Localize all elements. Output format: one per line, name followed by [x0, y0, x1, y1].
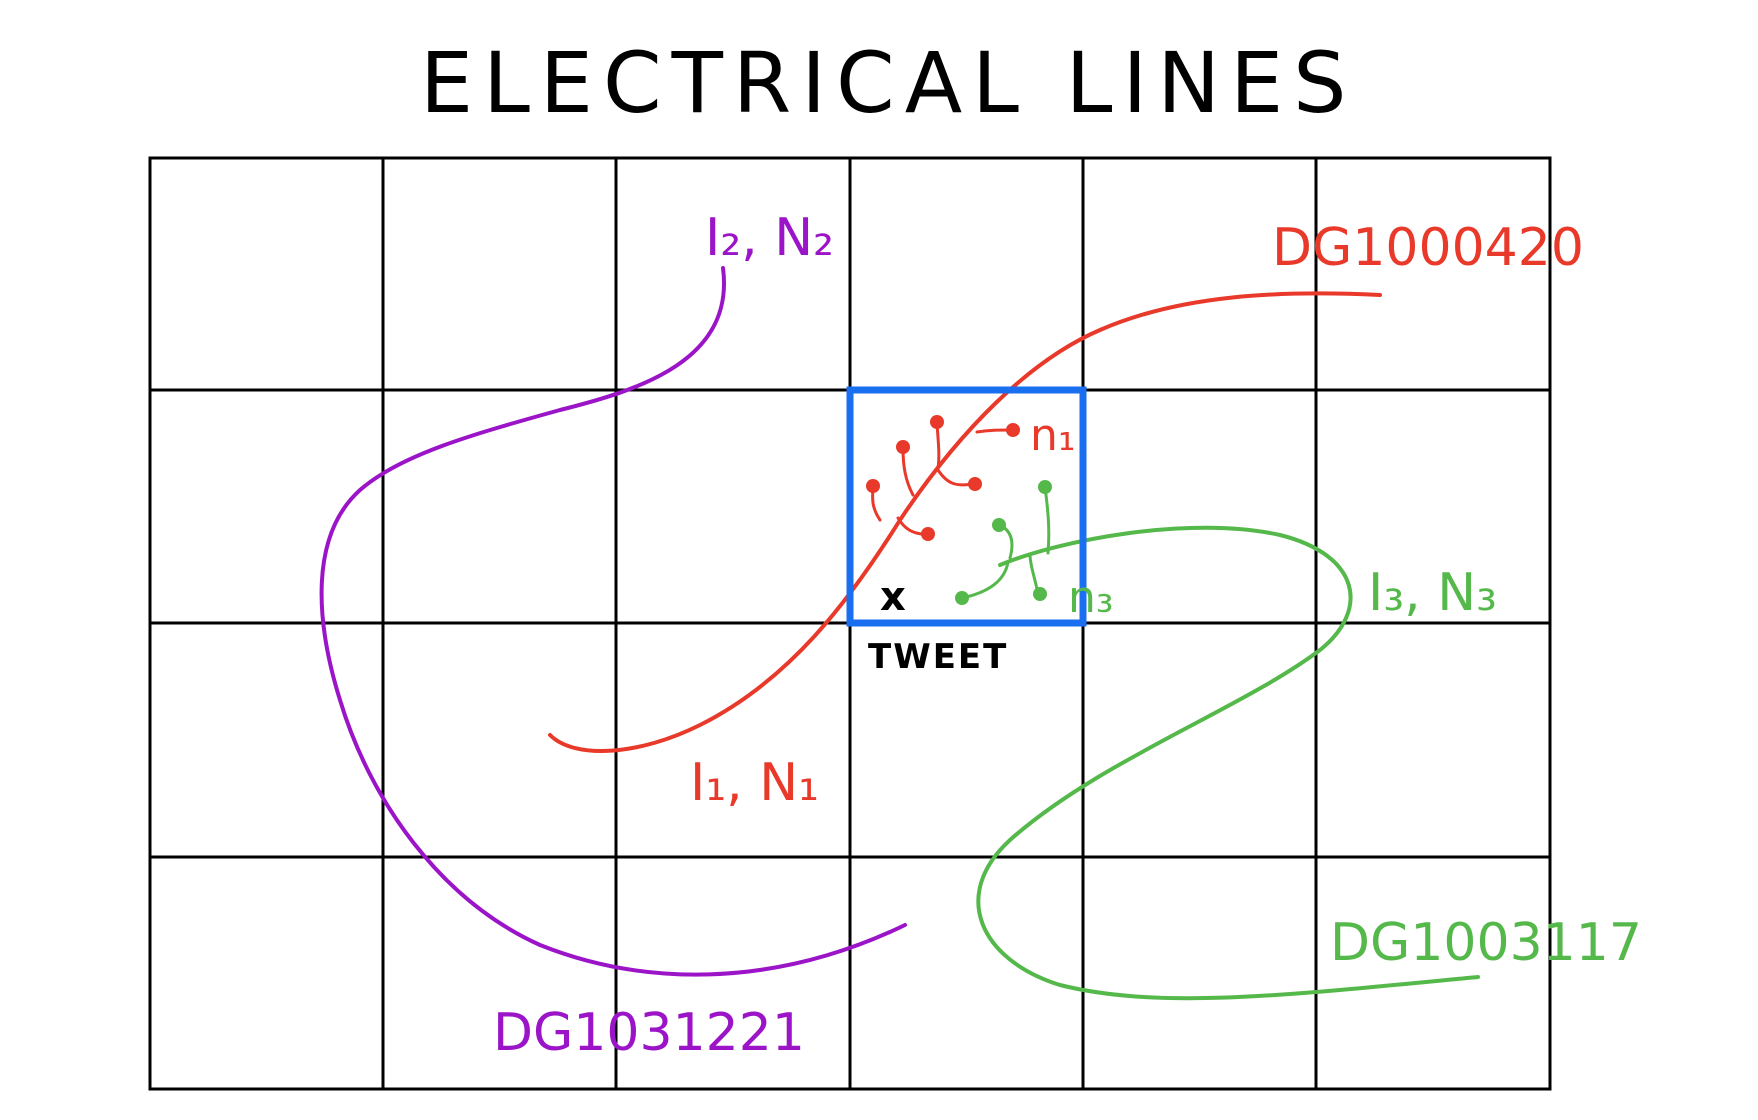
- green-line: [976, 525, 1480, 1001]
- grid: [148, 156, 1552, 1091]
- red-node-dot: [968, 477, 982, 491]
- x-mark-icon: x: [880, 574, 906, 620]
- purple-line-label: I₂, N₂: [705, 208, 834, 268]
- green-node-dot: [1038, 480, 1052, 494]
- red-node-dot: [930, 415, 944, 429]
- red-node-dot: [896, 440, 910, 454]
- red-line: [548, 291, 1382, 753]
- green-node-dot: [992, 518, 1006, 532]
- purple-line-name: DG1031221: [493, 1003, 805, 1063]
- green-branch: [960, 560, 1010, 600]
- green-node-dot: [955, 591, 969, 605]
- green-branch: [1043, 485, 1051, 555]
- red-node-dot: [921, 527, 935, 541]
- purple-line: [319, 266, 907, 977]
- highlight-cell: [846, 386, 1087, 627]
- red-line-label: I₁, N₁: [690, 753, 819, 813]
- red-node-label: n₁: [1030, 410, 1076, 461]
- tweet-label: TWEET: [868, 637, 1008, 677]
- green-node-label: n₃: [1068, 572, 1114, 623]
- red-line-name: DG1000420: [1272, 218, 1584, 278]
- green-line-label: I₃, N₃: [1368, 563, 1497, 623]
- red-node-dot: [866, 479, 880, 493]
- red-branch: [901, 446, 915, 497]
- green-node-dots: [955, 480, 1052, 605]
- red-branch: [935, 421, 941, 470]
- green-nodes: [960, 485, 1051, 600]
- green-line-name: DG1003117: [1330, 913, 1642, 973]
- red-nodes: [871, 421, 1014, 536]
- green-node-dot: [1033, 587, 1047, 601]
- red-node-dots: [866, 415, 1020, 541]
- diagram-title: ELECTRICAL LINES: [420, 34, 1356, 132]
- red-node-dot: [1006, 423, 1020, 437]
